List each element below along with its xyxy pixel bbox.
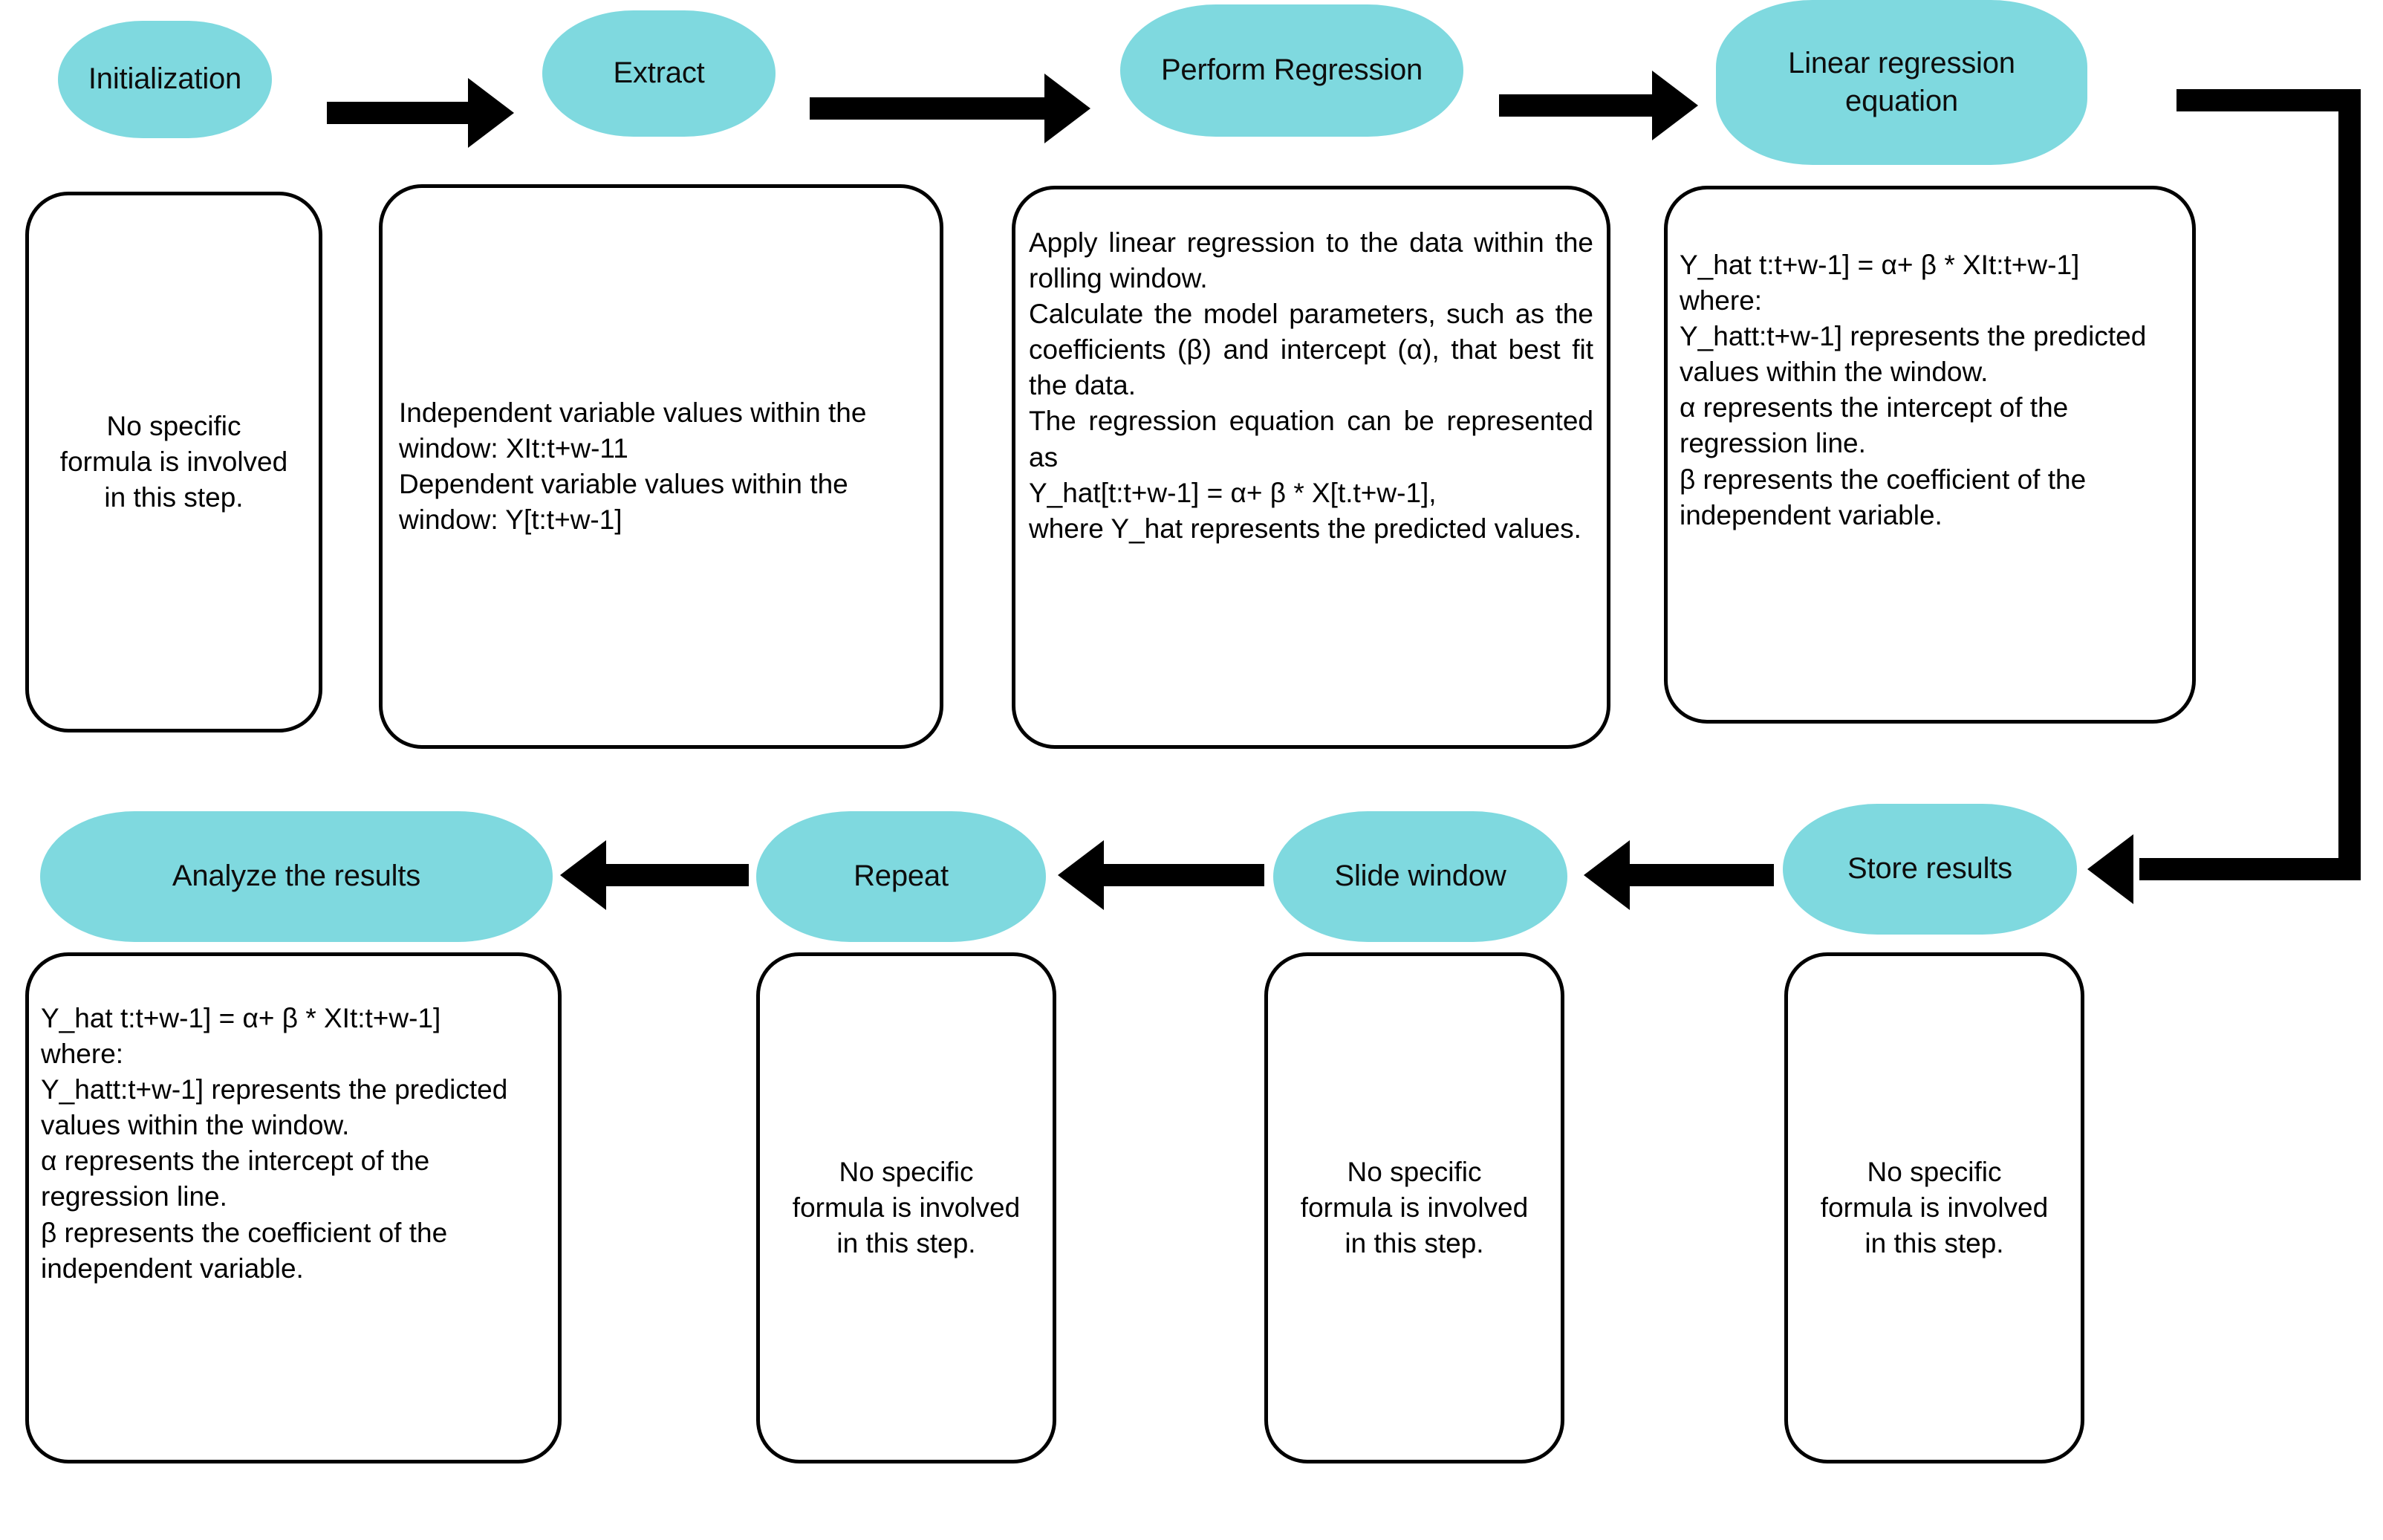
node-slide-window[interactable]: Slide window [1273,811,1567,942]
elbow-bottom-horizontal-segment [2139,858,2361,880]
arrow-shaft [1499,94,1654,117]
card-extract-text: Independent variable values within the w… [399,397,867,536]
node-repeat[interactable]: Repeat [756,811,1046,942]
node-perform-regression-label: Perform Regression [1160,53,1423,87]
node-analyze-the-results[interactable]: Analyze the results [40,811,553,942]
arrow-head [1058,840,1104,910]
card-perform-regression: Apply linear regression to the data with… [1012,186,1610,749]
node-repeat-label: Repeat [854,860,949,893]
arrow-shaft [327,102,469,124]
card-slide-window-text: No specific formula is involved in this … [1300,1156,1529,1259]
arrow-head [468,78,514,148]
arrow-shaft [605,864,749,886]
node-extract[interactable]: Extract [542,10,776,137]
arrow-head [2087,834,2133,904]
card-initialization-text: No specific formula is involved in this … [59,410,288,513]
arrow-head [1044,74,1090,143]
card-linear-regression-equation-text: Y_hat t:t+w-1] = α+ β * XIt:t+w-1] where… [1680,250,2147,530]
card-linear-regression-equation: Y_hat t:t+w-1] = α+ β * XIt:t+w-1] where… [1664,186,2196,724]
card-analyze-the-results-text: Y_hat t:t+w-1] = α+ β * XIt:t+w-1] where… [41,1003,508,1284]
card-slide-window: No specific formula is involved in this … [1264,952,1564,1463]
node-analyze-the-results-label: Analyze the results [172,860,421,893]
node-linear-regression-equation-label: Linear regression equation [1788,46,2015,117]
node-linear-regression-equation[interactable]: Linear regression equation [1716,0,2087,165]
elbow-top-horizontal-segment [2176,89,2361,111]
elbow-vertical-segment [2338,89,2361,869]
node-store-results-label: Store results [1847,852,2012,886]
card-initialization: No specific formula is involved in this … [25,192,322,732]
arrow-shaft [1102,864,1264,886]
arrow-head [1584,840,1630,910]
node-store-results[interactable]: Store results [1783,804,2077,935]
arrow-head [560,840,606,910]
card-extract: Independent variable values within the w… [379,184,943,749]
node-slide-window-label: Slide window [1334,860,1506,893]
node-initialization[interactable]: Initialization [58,21,272,138]
card-analyze-the-results: Y_hat t:t+w-1] = α+ β * XIt:t+w-1] where… [25,952,562,1463]
card-repeat: No specific formula is involved in this … [756,952,1056,1463]
card-store-results: No specific formula is involved in this … [1784,952,2084,1463]
node-perform-regression[interactable]: Perform Regression [1120,4,1463,137]
card-store-results-text: No specific formula is involved in this … [1820,1156,2049,1259]
arrow-shaft [1628,864,1774,886]
node-extract-label: Extract [613,56,705,90]
node-initialization-label: Initialization [88,62,242,96]
card-perform-regression-text: Apply linear regression to the data with… [1029,227,1593,544]
arrow-head [1652,71,1698,140]
arrow-shaft [810,97,1046,120]
card-repeat-text: No specific formula is involved in this … [792,1156,1021,1259]
